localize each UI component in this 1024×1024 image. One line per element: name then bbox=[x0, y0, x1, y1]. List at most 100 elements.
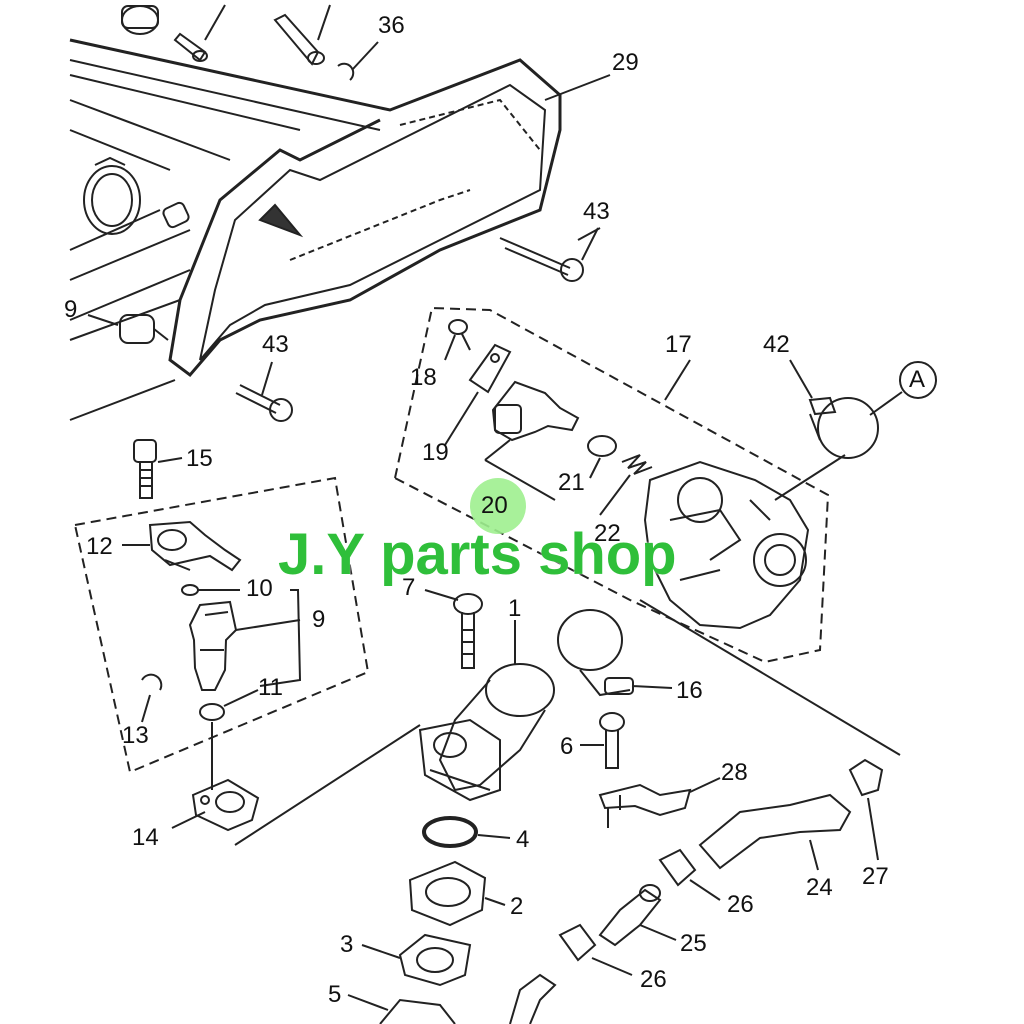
callout-42: 42 bbox=[763, 331, 790, 358]
sensor-20 bbox=[491, 380, 580, 442]
leader-9 bbox=[235, 619, 301, 631]
sleeve-left bbox=[162, 201, 190, 229]
callout-16: 16 bbox=[676, 677, 703, 704]
callout-3: 3 bbox=[340, 931, 354, 958]
callout-13: 13 bbox=[122, 722, 149, 749]
hose-24 bbox=[698, 793, 852, 870]
leader-43a bbox=[581, 227, 599, 261]
bracket-28 bbox=[598, 783, 692, 817]
insulator-2 bbox=[408, 860, 487, 927]
leader-A bbox=[869, 391, 903, 416]
callout-27: 27 bbox=[862, 863, 889, 890]
clamp-42 bbox=[808, 396, 879, 459]
leader-top2 bbox=[317, 4, 331, 41]
callout-20: 20 bbox=[481, 492, 508, 519]
callout-43-upper: 43 bbox=[583, 198, 610, 225]
clip-13 bbox=[141, 673, 163, 691]
grommet-39 bbox=[119, 314, 169, 344]
callout-19: 19 bbox=[422, 439, 449, 466]
leader-11 bbox=[223, 689, 259, 707]
callout-5: 5 bbox=[328, 981, 342, 1008]
leader-A2 bbox=[774, 454, 846, 501]
callout-9-partial: 9 bbox=[64, 296, 78, 323]
leader-17 bbox=[664, 359, 691, 401]
intake-joint-1 bbox=[418, 663, 555, 802]
part-5 bbox=[379, 998, 456, 1024]
callout-2: 2 bbox=[510, 893, 524, 920]
callout-14: 14 bbox=[132, 824, 159, 851]
bolt-6 bbox=[599, 712, 625, 769]
leader-13 bbox=[141, 694, 151, 723]
clip-36 bbox=[337, 62, 355, 81]
fuel-joint-12 bbox=[148, 520, 242, 572]
leader-26a bbox=[689, 879, 721, 901]
leader-top1 bbox=[204, 4, 226, 41]
leader-18 bbox=[444, 334, 456, 361]
clamp-27 bbox=[848, 758, 884, 797]
plate-19 bbox=[468, 343, 512, 394]
bolt-15 bbox=[133, 439, 157, 499]
leader-25 bbox=[639, 924, 677, 941]
callout-9: 9 bbox=[312, 606, 326, 633]
shop-watermark: J.Y parts shop bbox=[278, 522, 677, 587]
callout-11: 11 bbox=[258, 674, 283, 701]
callout-21: 21 bbox=[558, 469, 585, 496]
top-bushing bbox=[121, 5, 159, 35]
leader-22 bbox=[599, 474, 631, 516]
oring-11 bbox=[199, 703, 225, 721]
callout-A: A bbox=[909, 366, 926, 393]
callout-24: 24 bbox=[806, 874, 833, 901]
leader-2 bbox=[484, 897, 506, 906]
leader-42 bbox=[789, 359, 813, 399]
callout-10: 10 bbox=[246, 575, 273, 602]
leader-26b bbox=[591, 957, 633, 976]
spring-22 bbox=[621, 454, 653, 475]
clamp-26-lower bbox=[558, 923, 597, 962]
air-box-housing bbox=[69, 38, 562, 421]
leader-28 bbox=[689, 777, 721, 793]
oring-21 bbox=[587, 435, 617, 457]
callout-6: 6 bbox=[560, 733, 574, 760]
leader-43b bbox=[261, 361, 273, 396]
callout-15: 15 bbox=[186, 445, 213, 472]
leader-5 bbox=[347, 994, 389, 1011]
screw-18 bbox=[448, 319, 471, 351]
leader-29 bbox=[544, 74, 611, 101]
callout-7: 7 bbox=[402, 574, 416, 601]
leader-21 bbox=[589, 457, 601, 479]
leader-14b bbox=[171, 811, 206, 829]
leader-19 bbox=[444, 391, 479, 446]
bolt-43-lower bbox=[235, 384, 293, 422]
leader-27 bbox=[867, 797, 879, 861]
ref-A-circle bbox=[899, 361, 937, 399]
leader-15 bbox=[157, 457, 183, 463]
callout-18: 18 bbox=[410, 364, 437, 391]
top-sleeve bbox=[173, 32, 208, 62]
fitting-25 bbox=[598, 884, 662, 947]
oring-10 bbox=[181, 584, 199, 596]
bracket-9-11 bbox=[259, 589, 302, 687]
leader-20 bbox=[484, 439, 556, 501]
leader-16 bbox=[631, 685, 673, 689]
leader-36 bbox=[351, 41, 379, 71]
callout-43-lower: 43 bbox=[262, 331, 289, 358]
callout-22: 22 bbox=[594, 520, 621, 547]
callout-26-upper: 26 bbox=[727, 891, 754, 918]
callout-28: 28 bbox=[721, 759, 748, 786]
leader-24 bbox=[809, 839, 819, 871]
top-clip bbox=[273, 13, 325, 66]
bolt-43-upper bbox=[499, 227, 601, 282]
leader-39 bbox=[87, 314, 119, 326]
clamp-26-upper bbox=[658, 848, 697, 887]
clamp-16 bbox=[557, 609, 634, 697]
injector-9 bbox=[188, 600, 238, 691]
leader-3 bbox=[361, 944, 401, 959]
leader-7 bbox=[424, 589, 459, 601]
line-14-right bbox=[234, 724, 421, 846]
throttle-group-border bbox=[393, 306, 830, 664]
callout-1: 1 bbox=[508, 595, 522, 622]
callout-17: 17 bbox=[665, 331, 692, 358]
callout-4: 4 bbox=[516, 826, 530, 853]
callout-25: 25 bbox=[680, 930, 707, 957]
